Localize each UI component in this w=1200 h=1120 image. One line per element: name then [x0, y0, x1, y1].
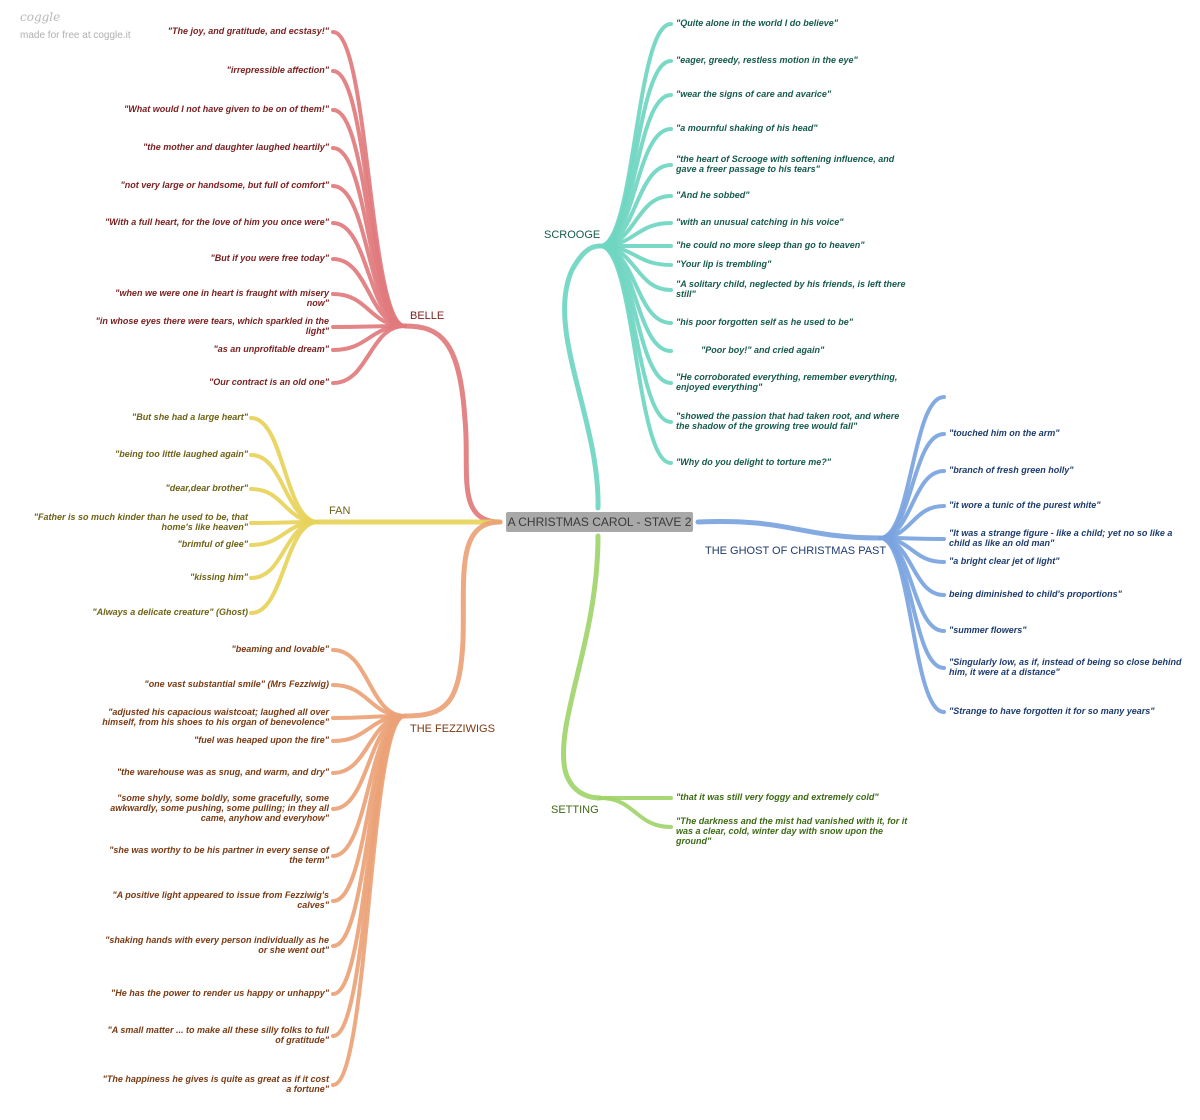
leaf-fezziwigs[interactable]: "A small matter ... to make all these si…: [107, 1025, 329, 1045]
leaf-scrooge[interactable]: "with an unusual catching in his voice": [676, 217, 844, 227]
leaf-belle[interactable]: "The joy, and gratitude, and ecstasy!": [167, 26, 329, 36]
branch-line-scrooge: [562, 243, 603, 511]
leaf-scrooge[interactable]: "the heart of Scrooge with softening inf…: [676, 154, 895, 174]
leaf-scrooge[interactable]: "A solitary child, neglected by his frie…: [676, 279, 906, 299]
leaf-fezziwigs[interactable]: "adjusted his capacious waistcoat; laugh…: [102, 707, 329, 727]
branch-line-belle: [402, 323, 503, 525]
leaf-ghost[interactable]: "Strange to have forgotten it for so man…: [949, 706, 1155, 716]
branch-line-fezziwigs: [402, 519, 503, 719]
leaf-ghost[interactable]: "it wore a tunic of the purest white": [949, 500, 1101, 510]
leaf-line-belle: [331, 69, 407, 328]
branch-label-scrooge[interactable]: SCROOGE: [544, 229, 601, 241]
branch-label-fan[interactable]: FAN: [329, 505, 351, 517]
leaf-fezziwigs[interactable]: "He has the power to render us happy or …: [110, 988, 329, 998]
coggle-tagline[interactable]: made for free at coggle.it: [20, 30, 131, 41]
branch-label-ghost[interactable]: THE GHOST OF CHRISTMAS PAST: [705, 545, 887, 557]
leaf-belle[interactable]: "the mother and daughter laughed heartil…: [142, 142, 329, 152]
leaf-scrooge[interactable]: "Why do you delight to torture me?": [676, 457, 832, 467]
leaf-belle[interactable]: "But if you were free today": [210, 253, 329, 263]
leaf-fan[interactable]: "being too little laughed again": [114, 449, 248, 459]
leaf-belle[interactable]: "when we were one in heart is fraught wi…: [115, 288, 329, 308]
leaf-fan[interactable]: "Always a delicate creature" (Ghost): [92, 607, 248, 617]
leaf-ghost[interactable]: "Singularly low, as if, instead of being…: [949, 657, 1182, 677]
central-node[interactable]: A CHRISTMAS CAROL - STAVE 2: [506, 512, 693, 532]
leaf-fezziwigs[interactable]: "fuel was heaped upon the fire": [193, 735, 329, 745]
leaf-fezziwigs[interactable]: "The happiness he gives is quite as grea…: [102, 1074, 329, 1094]
leaf-scrooge[interactable]: "eager, greedy, restless motion in the e…: [676, 55, 858, 65]
leaf-fezziwigs[interactable]: "beaming and lovable": [231, 644, 329, 654]
leaf-scrooge[interactable]: "wear the signs of care and avarice": [676, 89, 832, 99]
leaf-scrooge[interactable]: "he could no more sleep than go to heave…: [676, 240, 865, 250]
leaf-ghost[interactable]: "branch of fresh green holly": [949, 465, 1074, 475]
leaf-scrooge[interactable]: "And he sobbed": [676, 190, 750, 200]
leaf-line-setting: [598, 796, 673, 829]
leaf-line-belle: [331, 324, 407, 385]
leaf-fan[interactable]: "dear,dear brother": [165, 483, 248, 493]
branch-line-ghost: [695, 518, 883, 541]
leaf-fan[interactable]: "brimful of glee": [177, 539, 248, 549]
leaf-fezziwigs[interactable]: "one vast substantial smile" (Mrs Fezziw…: [144, 679, 329, 689]
leaf-belle[interactable]: "as an unprofitable dream": [213, 344, 329, 354]
leaf-scrooge[interactable]: "Your lip is trembling": [676, 259, 772, 269]
branch-label-belle[interactable]: BELLE: [410, 310, 445, 322]
leaf-ghost[interactable]: being diminished to child's proportions": [949, 589, 1122, 599]
leaf-line-fezziwigs: [331, 683, 407, 718]
leaf-line-fezziwigs: [331, 648, 407, 718]
leaf-belle[interactable]: "in whose eyes there were tears, which s…: [95, 316, 329, 336]
leaf-scrooge[interactable]: "his poor forgotten self as he used to b…: [676, 317, 854, 327]
leaf-belle[interactable]: "irrepressible affection": [226, 65, 329, 75]
branch-label-fezziwigs[interactable]: THE FEZZIWIGS: [410, 723, 495, 735]
leaf-line-ghost: [878, 536, 946, 714]
leaf-ghost[interactable]: "touched him on the arm": [949, 428, 1060, 438]
leaf-fezziwigs[interactable]: "some shyly, some boldly, some gracefull…: [110, 793, 329, 823]
leaf-fezziwigs[interactable]: "shaking hands with every person individ…: [105, 935, 329, 955]
leaf-scrooge[interactable]: "He corroborated everything, remember ev…: [676, 372, 898, 392]
leaf-fezziwigs[interactable]: "she was worthy to be his partner in eve…: [109, 845, 329, 865]
leaf-belle[interactable]: "Our contract is an old one": [208, 377, 329, 387]
leaf-line-fezziwigs: [331, 714, 407, 1087]
leaf-ghost[interactable]: "It was a strange figure - like a child;…: [949, 528, 1173, 548]
branch-line-setting: [561, 533, 603, 801]
leaf-line-scrooge: [598, 244, 673, 424]
leaf-line-fan: [249, 520, 320, 615]
leaf-fezziwigs[interactable]: "the warehouse was as snug, and warm, an…: [116, 767, 329, 777]
leaf-scrooge[interactable]: "showed the passion that had taken root,…: [676, 411, 900, 431]
leaf-scrooge[interactable]: "a mournful shaking of his head": [676, 123, 818, 133]
leaf-fan[interactable]: "But she had a large heart": [131, 412, 248, 422]
leaf-fan[interactable]: "Father is so much kinder than he used t…: [33, 512, 248, 532]
leaf-fezziwigs[interactable]: "A positive light appeared to issue from…: [112, 890, 329, 910]
leaf-line-belle: [331, 30, 407, 328]
leaf-belle[interactable]: "What would I not have given to be on of…: [123, 104, 329, 114]
leaf-belle[interactable]: "With a full heart, for the love of him …: [105, 217, 329, 227]
leaf-setting[interactable]: "that it was still very foggy and extrem…: [676, 792, 879, 802]
leaf-line-ghost: [878, 536, 946, 670]
leaf-ghost[interactable]: "a bright clear jet of light": [949, 556, 1060, 566]
leaf-scrooge[interactable]: "Quite alone in the world I do believe": [676, 18, 839, 28]
coggle-logo[interactable]: coggle: [20, 10, 61, 24]
leaf-ghost[interactable]: "summer flowers": [949, 625, 1027, 635]
leaf-line-scrooge: [598, 244, 673, 465]
branch-label-setting[interactable]: SETTING: [551, 804, 599, 816]
leaf-scrooge[interactable]: "Poor boy!" and cried again": [701, 345, 825, 355]
leaf-fan[interactable]: "kissing him": [189, 572, 248, 582]
leaf-belle[interactable]: "not very large or handsome, but full of…: [120, 180, 329, 190]
leaf-setting[interactable]: "The darkness and the mist had vanished …: [676, 816, 908, 846]
